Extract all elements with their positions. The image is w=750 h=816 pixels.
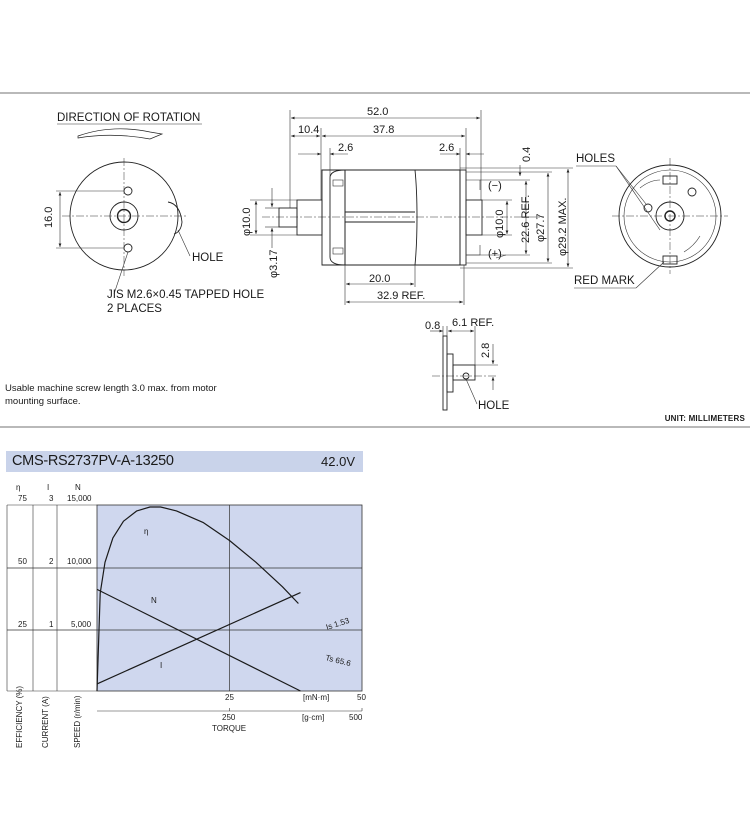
front-view: DIRECTION OF ROTATION 16.0 HOLE JIS M2.6… bbox=[43, 112, 264, 315]
dim-2-8: 2.8 bbox=[480, 343, 492, 358]
dim-20: 20.0 bbox=[369, 273, 390, 285]
holes-label: HOLES bbox=[576, 153, 615, 165]
chart-series-layer bbox=[96, 506, 301, 692]
model-name: CMS-RS2737PV-A-13250 bbox=[12, 453, 174, 469]
current-axis-symbol: I bbox=[47, 483, 49, 492]
series-line-current bbox=[96, 592, 301, 685]
speed-axis-symbol: N bbox=[75, 483, 81, 492]
unit-label: UNIT: MILLIMETERS bbox=[664, 414, 745, 423]
dim-0-8: 0.8 bbox=[425, 320, 440, 332]
performance-chart: η I N 75 50 25 3 2 1 15,000 10,000 5,000… bbox=[6, 483, 366, 748]
x-unit-mnm: [mN·m] bbox=[303, 693, 329, 702]
direction-of-rotation-label: DIRECTION OF ROTATION bbox=[57, 112, 200, 124]
dim-2-6-left: 2.6 bbox=[338, 142, 353, 154]
terminal-hole-label: HOLE bbox=[478, 400, 510, 412]
tapped-hole-label: JIS M2.6×0.45 TAPPED HOLE bbox=[107, 289, 264, 301]
series-line-speed bbox=[96, 588, 301, 692]
dim-dia-27-7: φ27.7 bbox=[535, 213, 547, 242]
chart-left-axes: η I N 75 50 25 3 2 1 15,000 10,000 5,000… bbox=[15, 483, 92, 748]
efficiency-axis-title: EFFICIENCY (%) bbox=[15, 686, 24, 748]
eta-tick-25: 25 bbox=[18, 620, 27, 629]
current-tick-1: 1 bbox=[49, 620, 54, 629]
dim-10-4: 10.4 bbox=[298, 124, 319, 136]
rear-view: HOLES RED MARK bbox=[574, 153, 728, 289]
dim-dia-10-front: φ10.0 bbox=[241, 207, 253, 236]
dim-dia-3-17: φ3.17 bbox=[268, 249, 280, 278]
eta-tick-50: 50 bbox=[18, 557, 27, 566]
speed-axis-title: SPEED (r/min) bbox=[73, 695, 82, 748]
front-dim-16: 16.0 bbox=[43, 207, 55, 228]
chart-x-axes: 25 50 [mN·m] 250 500 [g·cm] TORQUE bbox=[97, 693, 366, 733]
dim-37-8: 37.8 bbox=[373, 124, 394, 136]
rear-hole-left bbox=[643, 203, 653, 213]
x-unit-gcm: [g·cm] bbox=[302, 713, 324, 722]
dim-0-4: 0.4 bbox=[521, 147, 533, 162]
chart-header-bar: CMS-RS2737PV-A-13250 42.0V bbox=[6, 451, 363, 472]
rotation-arrow-icon bbox=[77, 128, 164, 140]
speed-tick-5000: 5,000 bbox=[71, 620, 92, 629]
series-line-efficiency bbox=[96, 506, 299, 692]
current-tick-3: 3 bbox=[49, 494, 54, 503]
current-axis-title: CURRENT (A) bbox=[41, 696, 50, 748]
dim-dia-10-rear: φ10.0 bbox=[494, 209, 506, 238]
x-tick-250-gcm: 250 bbox=[222, 713, 236, 722]
dim-22-6-ref: 22.6 REF. bbox=[520, 195, 532, 243]
plus-terminal-label: (+) bbox=[488, 248, 502, 260]
tapped-hole-top bbox=[123, 186, 133, 196]
front-hole-label: HOLE bbox=[192, 252, 224, 264]
x-tick-50-mnm: 50 bbox=[357, 693, 366, 702]
side-view: 52.0 10.4 37.8 2.6 2.6 0.4 φ10.0 φ3.17 (… bbox=[241, 106, 573, 305]
dim-dia-29-2-max: φ29.2 MAX. bbox=[557, 198, 569, 257]
series-label-eta: η bbox=[144, 527, 148, 536]
terminal-detail: 0.8 6.1 REF. 2.8 HOLE bbox=[425, 317, 510, 412]
front-vent-hole bbox=[167, 201, 183, 235]
dim-32-9-ref: 32.9 REF. bbox=[377, 290, 425, 302]
x-tick-500-gcm: 500 bbox=[349, 713, 363, 722]
x-tick-25-mnm: 25 bbox=[225, 693, 234, 702]
speed-tick-10000: 10,000 bbox=[67, 557, 92, 566]
x-axis-title: TORQUE bbox=[212, 724, 246, 733]
eta-axis-symbol: η bbox=[16, 483, 20, 492]
current-tick-2: 2 bbox=[49, 557, 54, 566]
dim-6-1-ref: 6.1 REF. bbox=[452, 317, 494, 329]
dim-2-6-right: 2.6 bbox=[439, 142, 454, 154]
red-mark-label: RED MARK bbox=[574, 275, 635, 287]
tapped-hole-places: 2 PLACES bbox=[107, 303, 162, 315]
voltage-label: 42.0V bbox=[321, 454, 355, 469]
series-label-i: I bbox=[160, 661, 162, 670]
rear-hole-right bbox=[687, 187, 697, 197]
series-label-n: N bbox=[151, 596, 157, 605]
screw-length-note: Usable machine screw length 3.0 max. fro… bbox=[5, 383, 217, 407]
dim-52: 52.0 bbox=[367, 106, 388, 118]
front-shaft-circle bbox=[116, 208, 132, 224]
minus-terminal-label: (−) bbox=[488, 180, 502, 192]
chart-gridlines bbox=[7, 505, 362, 691]
speed-tick-15000: 15,000 bbox=[67, 494, 92, 503]
tapped-hole-bottom bbox=[123, 243, 133, 253]
eta-tick-75: 75 bbox=[18, 494, 27, 503]
